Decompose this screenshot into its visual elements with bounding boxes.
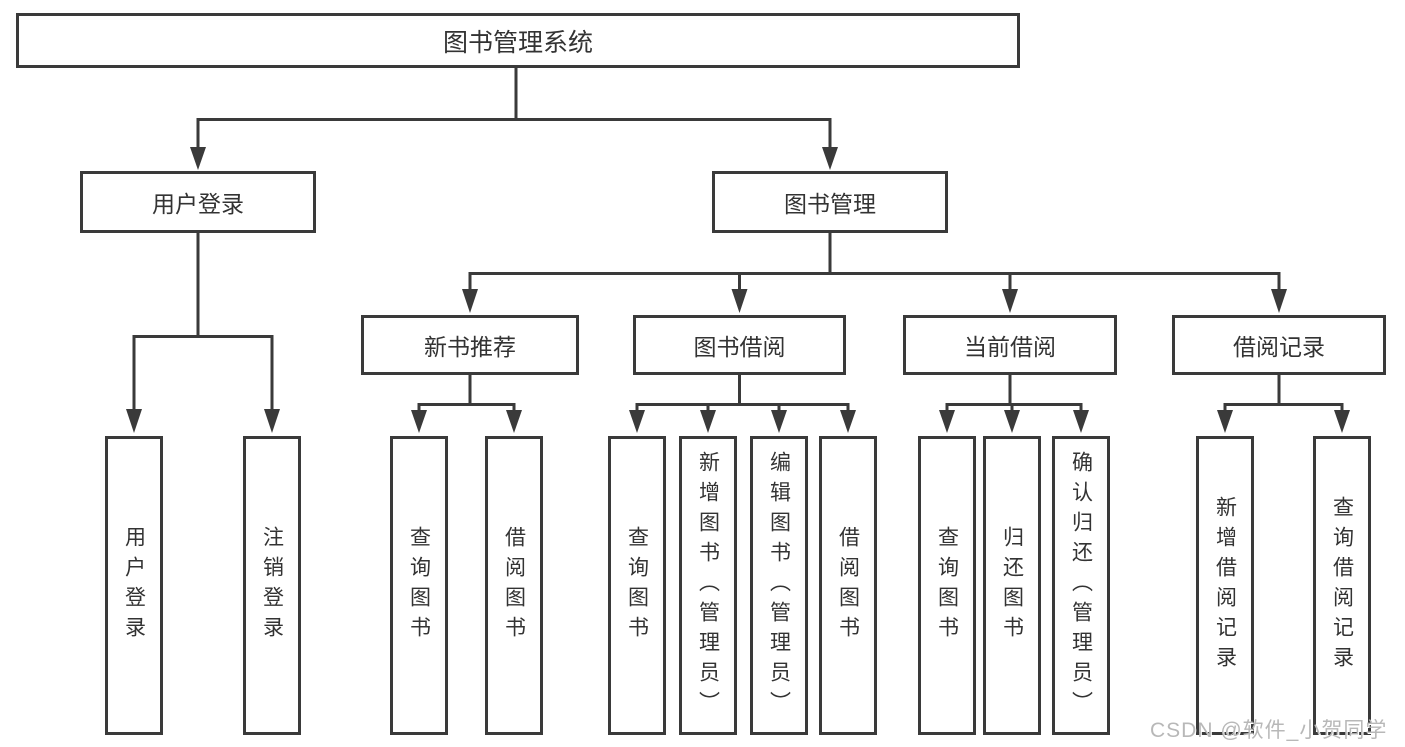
connector-new-book-recommend-children: [411, 375, 522, 433]
node-label: 编辑图书（管理员）: [767, 450, 791, 721]
leaf-edit-books-admin: 编辑图书（管理员）: [750, 436, 808, 735]
leaf-confirm-return-admin: 确认归还（管理员）: [1052, 436, 1110, 735]
node-label: 查询图书: [625, 525, 649, 646]
node-label: 借阅图书: [502, 525, 526, 646]
node-label: 新增图书（管理员）: [696, 450, 720, 721]
leaf-query-books-current: 查询图书: [918, 436, 976, 735]
node-label: 注销登录: [260, 525, 284, 646]
connector-root-children: [190, 68, 838, 170]
leaf-query-books-borrowing: 查询图书: [608, 436, 666, 735]
leaf-user-login: 用户登录: [105, 436, 163, 735]
leaf-logout: 注销登录: [243, 436, 301, 735]
node-label: 查询图书: [407, 525, 431, 646]
leaf-borrow-books-borrowing: 借阅图书: [819, 436, 877, 735]
leaf-add-books-admin: 新增图书（管理员）: [679, 436, 737, 735]
node-label: 新增借阅记录: [1213, 495, 1237, 676]
node-borrowing-records: 借阅记录: [1172, 315, 1386, 375]
leaf-borrow-books-recommend: 借阅图书: [485, 436, 543, 735]
connector-borrowing-records-children: [1217, 375, 1350, 433]
node-label: 查询借阅记录: [1330, 495, 1354, 676]
leaf-return-books: 归还图书: [983, 436, 1041, 735]
csdn-watermark: CSDN @软件_小贺同学: [1150, 719, 1388, 742]
node-label: 借阅记录: [1233, 334, 1325, 360]
node-label: 图书管理系统: [442, 28, 593, 57]
connector-current-borrowing-children: [939, 375, 1089, 433]
node-book-borrowing: 图书借阅: [633, 315, 846, 375]
node-label: 确认归还（管理员）: [1069, 450, 1093, 721]
node-library-system: 图书管理系统: [16, 13, 1020, 68]
leaf-query-borrow-record: 查询借阅记录: [1313, 436, 1371, 735]
leaf-add-borrow-record: 新增借阅记录: [1196, 436, 1254, 735]
node-new-book-recommend: 新书推荐: [361, 315, 579, 375]
node-book-management: 图书管理: [712, 171, 948, 233]
node-label: 归还图书: [1000, 525, 1024, 646]
node-label: 新书推荐: [424, 334, 516, 360]
connector-user-login-children: [126, 233, 280, 433]
node-label: 借阅图书: [836, 525, 860, 646]
node-label: 查询图书: [935, 525, 959, 646]
connector-book-management-children: [462, 233, 1287, 313]
node-current-borrowing: 当前借阅: [903, 315, 1117, 375]
node-label: 用户登录: [152, 191, 244, 217]
leaf-query-books-recommend: 查询图书: [390, 436, 448, 735]
connector-book-borrowing-children: [629, 375, 856, 433]
node-label: 当前借阅: [964, 334, 1056, 360]
node-label: 用户登录: [122, 525, 146, 646]
node-label: 图书管理: [784, 191, 876, 217]
node-user-login: 用户登录: [80, 171, 316, 233]
node-label: 图书借阅: [693, 334, 786, 360]
